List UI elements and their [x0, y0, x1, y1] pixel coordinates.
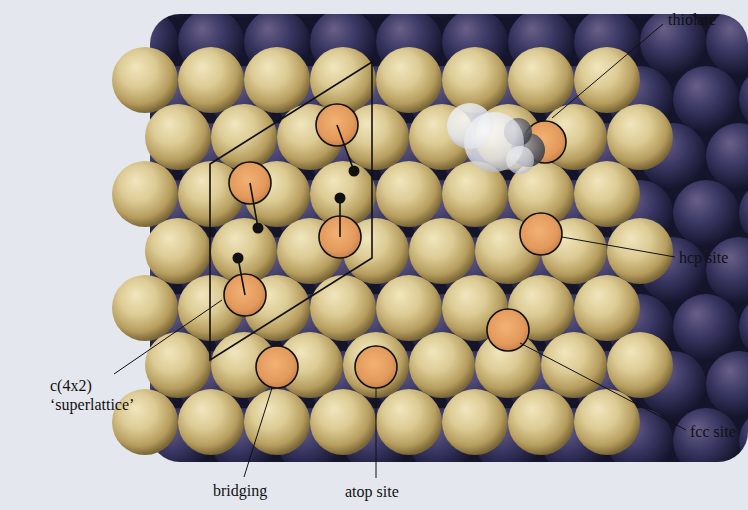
tail-dots [233, 166, 360, 264]
callout-label: fcc site [690, 422, 736, 441]
gold-atoms [112, 47, 673, 455]
callout-label: bridging [213, 481, 267, 500]
callout-label: thiolate [668, 10, 716, 29]
callout-label: c(4x2) ‘superlattice’ [50, 376, 158, 414]
callout-label: hcp site [679, 248, 728, 267]
thiolate-molecule [447, 103, 566, 174]
leader-lines [114, 24, 686, 478]
adsorption-sites [256, 213, 562, 388]
unit-cell-outline [210, 62, 372, 360]
callout-label: atop site [345, 482, 399, 501]
sulfur-sites [224, 104, 361, 316]
